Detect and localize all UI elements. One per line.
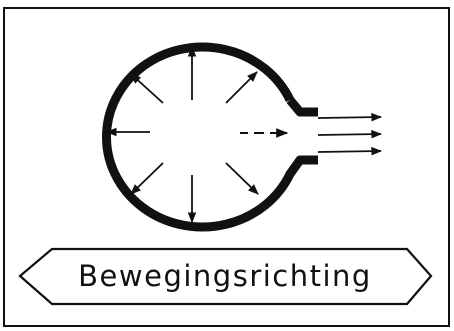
banner-label: Bewegingsrichting bbox=[52, 254, 398, 298]
pressure-arrow-icon bbox=[131, 163, 163, 194]
balloon-vessel-icon bbox=[106, 47, 318, 227]
jet-arrows bbox=[318, 117, 381, 152]
pressure-arrow-icon bbox=[226, 72, 257, 103]
pressure-arrow-icon bbox=[131, 74, 163, 103]
pressure-arrow-icon bbox=[226, 163, 258, 194]
jet-arrow-icon bbox=[318, 134, 381, 135]
jet-arrow-icon bbox=[318, 117, 381, 118]
jet-arrow-icon bbox=[318, 151, 381, 152]
